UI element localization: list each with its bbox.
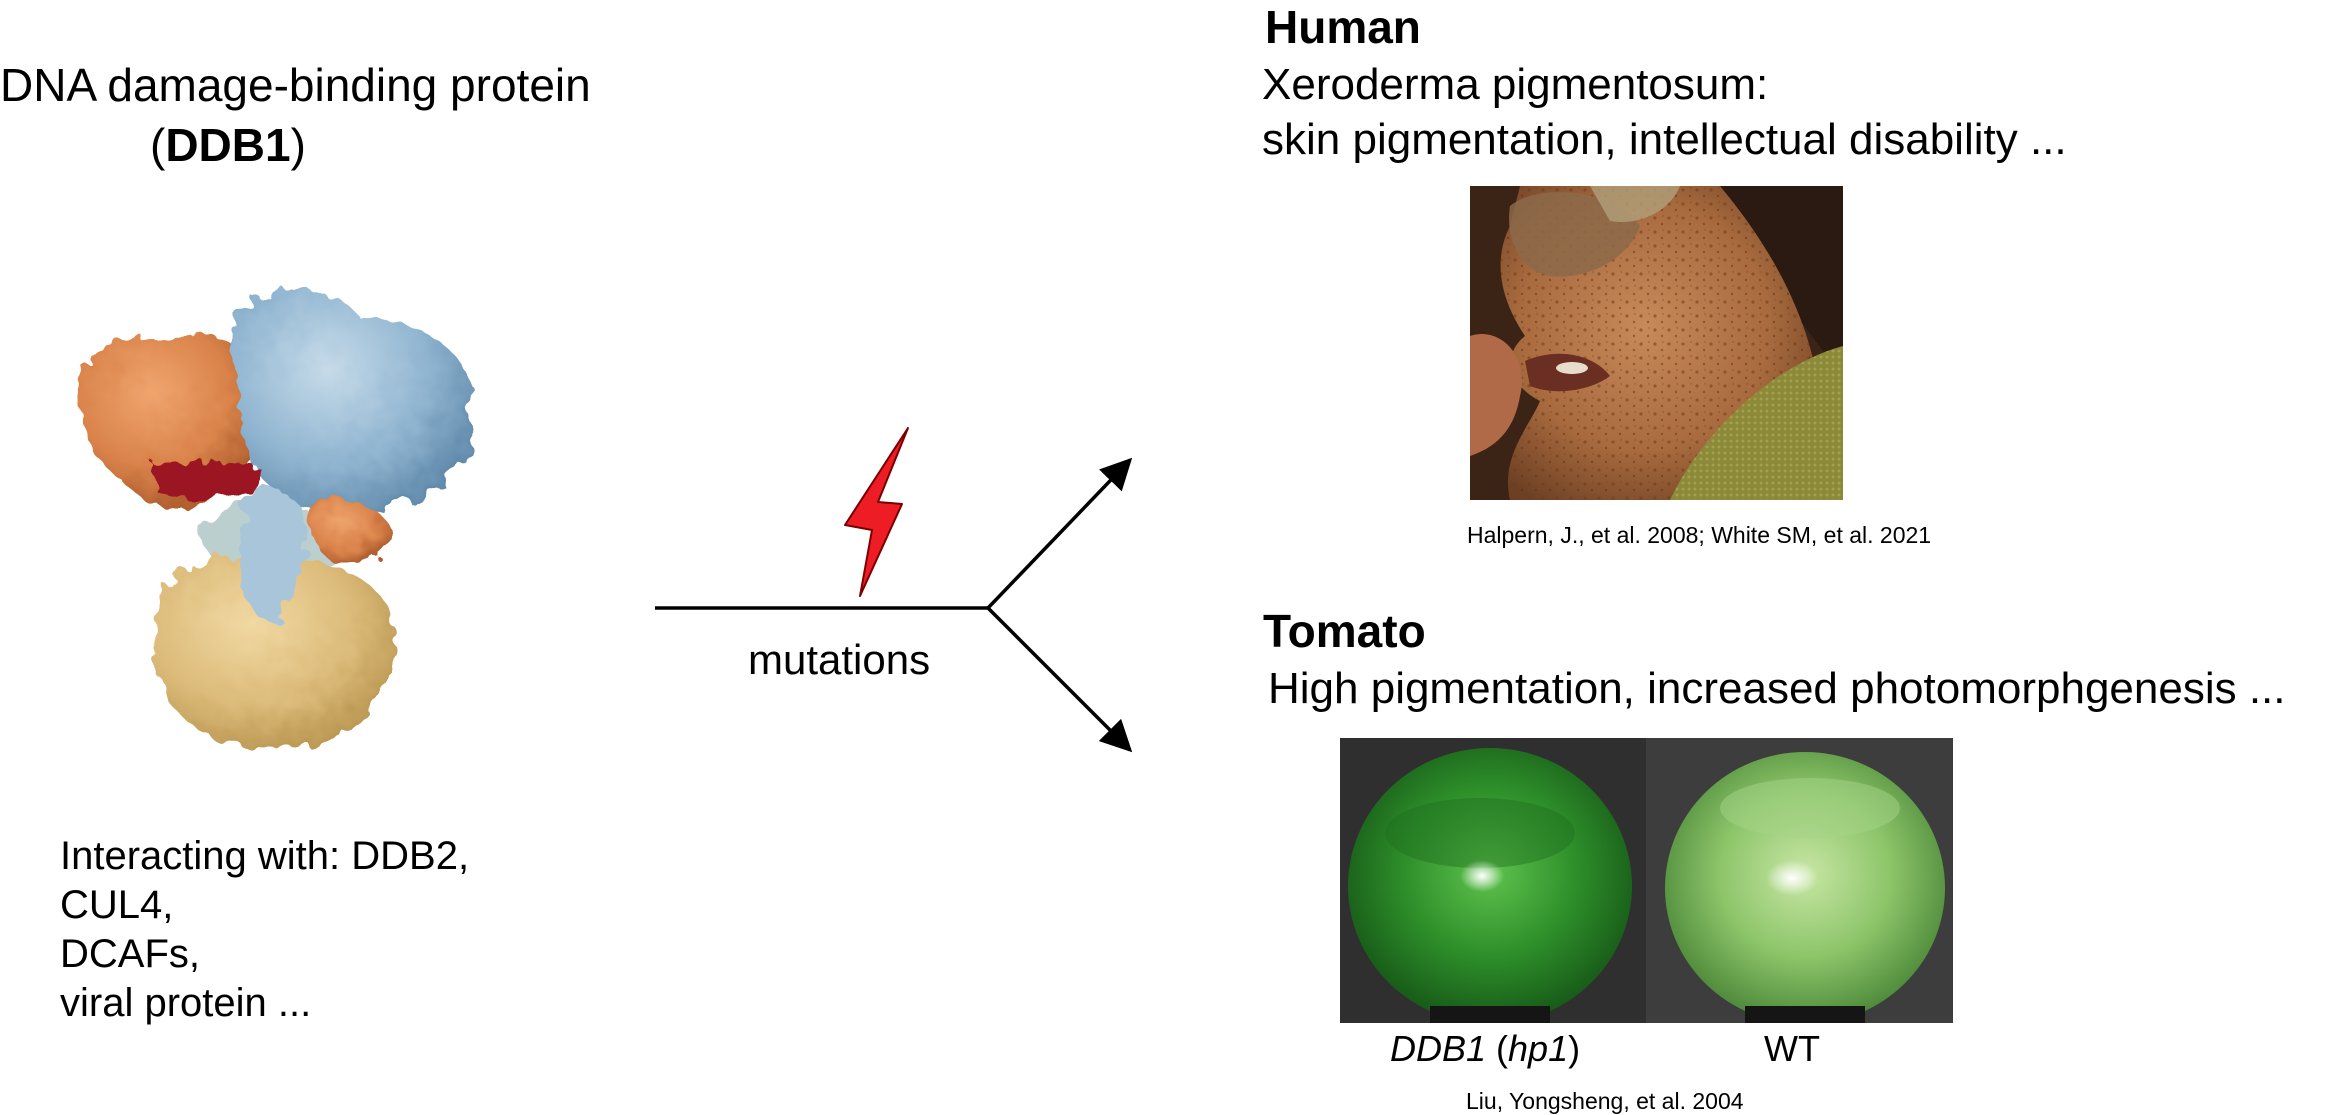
lightning-bolt-icon bbox=[844, 427, 909, 597]
human-citation: Halpern, J., et al. 2008; White SM, et a… bbox=[1467, 522, 1932, 548]
protein-abbrev-open: ( bbox=[150, 119, 166, 171]
interacting-line: DCAFs, bbox=[60, 932, 200, 976]
human-heading: Human bbox=[1265, 1, 1421, 53]
tomato-fruits-photo bbox=[1340, 738, 1953, 1023]
mutation-arrow-diagram bbox=[655, 427, 1133, 753]
protein-abbrev: (DDB1) bbox=[150, 118, 306, 172]
tomato-phenotype: High pigmentation, increased photomorphg… bbox=[1268, 664, 2286, 713]
protein-title: DNA damage-binding protein bbox=[0, 59, 591, 111]
arrow-to-human bbox=[986, 457, 1133, 610]
interacting-line: CUL4, bbox=[60, 883, 174, 927]
allele-name: hp1 bbox=[1508, 1028, 1569, 1069]
human-disease-name: Xeroderma pigmentosum: bbox=[1262, 60, 1769, 109]
interacting-line: viral protein ... bbox=[60, 981, 312, 1025]
tomato-label-mutant: DDB1 (hp1) bbox=[1390, 1028, 1580, 1070]
arrow-to-tomato bbox=[986, 606, 1133, 753]
label-paren-close: ) bbox=[1568, 1028, 1581, 1069]
ddb1-structure-image bbox=[78, 289, 472, 749]
interacting-partners: Interacting with: DDB2, CUL4, DCAFs, vir… bbox=[60, 832, 469, 1028]
xeroderma-face-photo bbox=[1470, 186, 1843, 500]
tomato-label-wildtype: WT bbox=[1764, 1028, 1820, 1069]
label-paren-open: ( bbox=[1486, 1028, 1509, 1069]
mutations-label: mutations bbox=[748, 636, 931, 683]
human-symptoms: skin pigmentation, intellectual disabili… bbox=[1262, 115, 2067, 164]
gene-name: DDB1 bbox=[1390, 1028, 1487, 1069]
tomato-citation: Liu, Yongsheng, et al. 2004 bbox=[1466, 1088, 1744, 1114]
interacting-line: Interacting with: DDB2, bbox=[60, 834, 470, 878]
protein-abbrev-bold: DDB1 bbox=[165, 119, 291, 171]
protein-abbrev-close: ) bbox=[290, 119, 306, 171]
tomato-heading: Tomato bbox=[1263, 605, 1426, 657]
